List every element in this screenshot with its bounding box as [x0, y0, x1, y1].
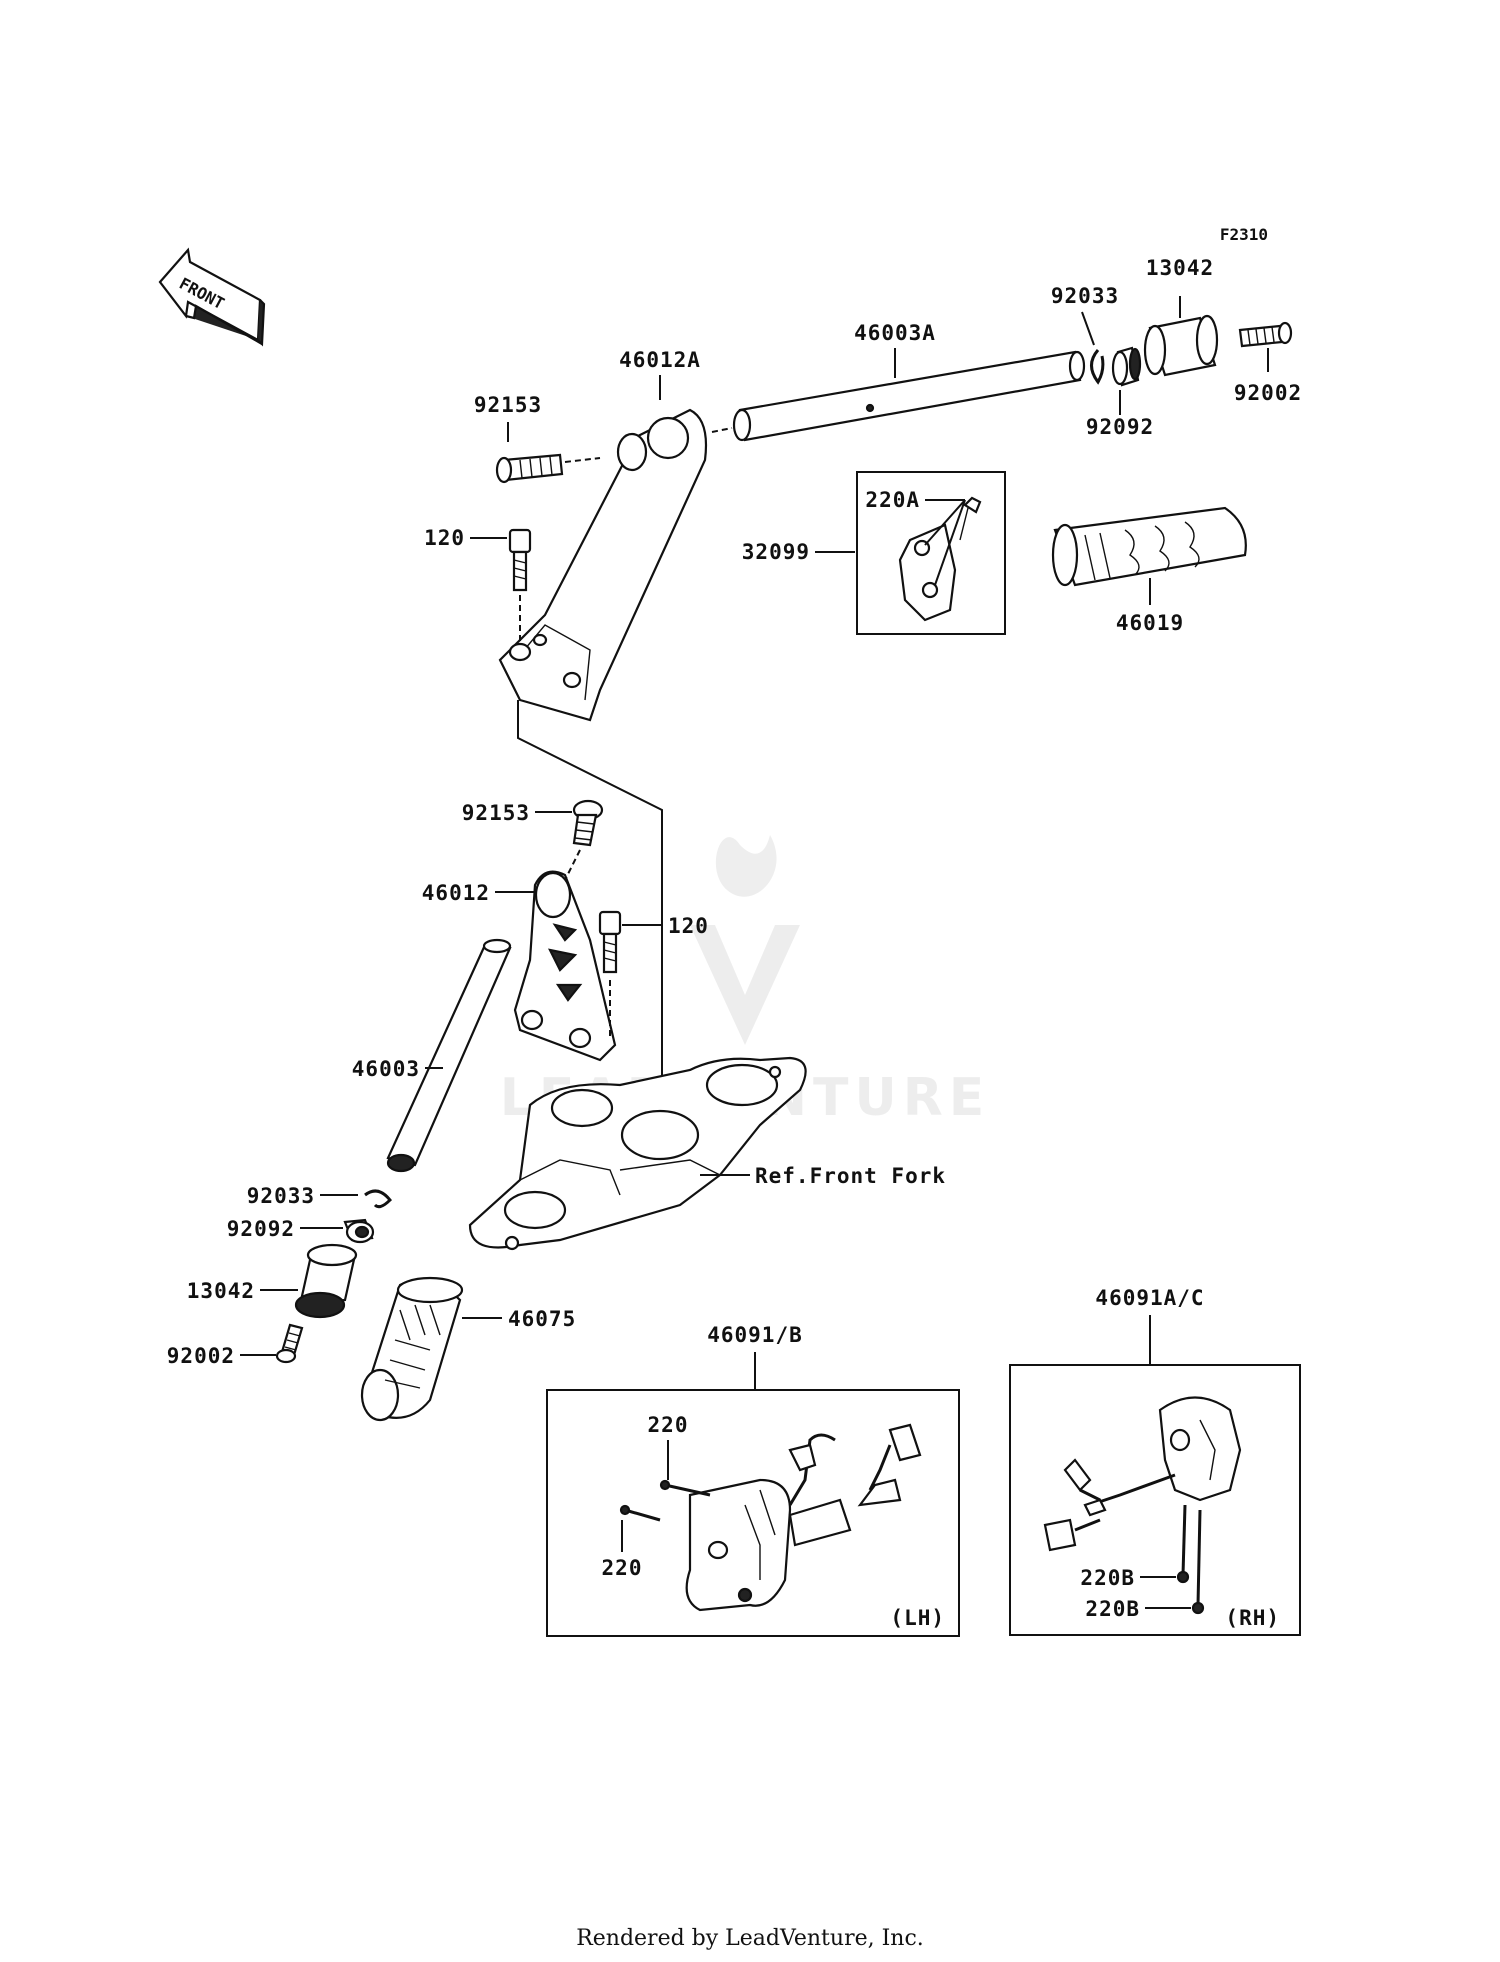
rh-switch-box [1009, 1364, 1301, 1636]
bolt-92153-top [495, 453, 564, 484]
label-220-a: 220 [648, 1413, 689, 1437]
lh-switch-box [546, 1389, 960, 1637]
throttle-clamp-32099 [898, 496, 982, 622]
label-46003a: 46003A [854, 321, 936, 345]
label-92002-bottom: 92002 [167, 1344, 235, 1368]
label-13042-bottom: 13042 [187, 1279, 255, 1303]
handlebar-riser-46012a [498, 408, 708, 722]
bar-end-weight-13042-bottom [294, 1243, 358, 1319]
label-32099: 32099 [742, 540, 810, 564]
handle-grip-46075 [360, 1276, 464, 1422]
label-46012a: 46012A [619, 348, 701, 372]
collar-92092-bottom [343, 1218, 375, 1244]
bolt-120-mid [598, 910, 622, 974]
circlip-92033-top [1090, 349, 1105, 385]
label-lh: (LH) [890, 1606, 945, 1630]
upper-triple-clamp [468, 1056, 807, 1251]
label-220-b: 220 [602, 1556, 643, 1580]
screw-220b-b [1191, 1509, 1205, 1615]
label-46003: 46003 [352, 1057, 420, 1081]
screw-220-a [659, 1479, 711, 1497]
label-220a: 220A [865, 488, 920, 512]
screw-220-b [619, 1504, 661, 1522]
footer-credit: Rendered by LeadVenture, Inc. [576, 1926, 924, 1951]
label-92033-top: 92033 [1051, 284, 1119, 308]
handlebar-tube-46003 [386, 938, 512, 1173]
screw-92002-top [1238, 321, 1293, 348]
handlebar-tube-46003a [732, 350, 1086, 442]
lh-handlebar-switch [685, 1423, 922, 1612]
bolt-120-top [508, 528, 532, 592]
label-220b-b: 220B [1085, 1597, 1140, 1621]
label-ref-front-fork: Ref.Front Fork [755, 1164, 946, 1188]
label-120-top: 120 [424, 526, 465, 550]
label-92092-top: 92092 [1086, 415, 1154, 439]
label-46012: 46012 [422, 881, 490, 905]
throttle-grip-46019 [1051, 506, 1247, 587]
label-92092-bottom: 92092 [227, 1217, 295, 1241]
label-46091-b: 46091/B [707, 1323, 803, 1347]
figure-code: F2310 [1220, 225, 1268, 244]
label-92153-mid: 92153 [462, 801, 530, 825]
handlebar-riser-46012 [513, 870, 617, 1062]
label-92153-top: 92153 [474, 393, 542, 417]
bar-end-weight-13042-top [1143, 314, 1219, 377]
collar-92092-top [1111, 346, 1142, 387]
bolt-92153-mid [572, 799, 604, 847]
label-92002-top: 92002 [1234, 381, 1302, 405]
label-46091a-c: 46091A/C [1095, 1286, 1204, 1310]
rh-handlebar-switch [1043, 1396, 1242, 1552]
screw-220b-a [1176, 1504, 1190, 1584]
label-120-mid: 120 [668, 914, 709, 938]
label-220b-a: 220B [1080, 1566, 1135, 1590]
clamp-32099-box [856, 471, 1006, 635]
label-13042-top: 13042 [1146, 256, 1214, 280]
label-46075: 46075 [508, 1307, 576, 1331]
circlip-92033-bottom [364, 1189, 393, 1209]
label-92033-bottom: 92033 [247, 1184, 315, 1208]
screw-92002-bottom [275, 1323, 304, 1364]
label-46019: 46019 [1116, 611, 1184, 635]
label-rh: (RH) [1225, 1606, 1280, 1630]
front-arrow-icon: FRONT [158, 247, 266, 347]
